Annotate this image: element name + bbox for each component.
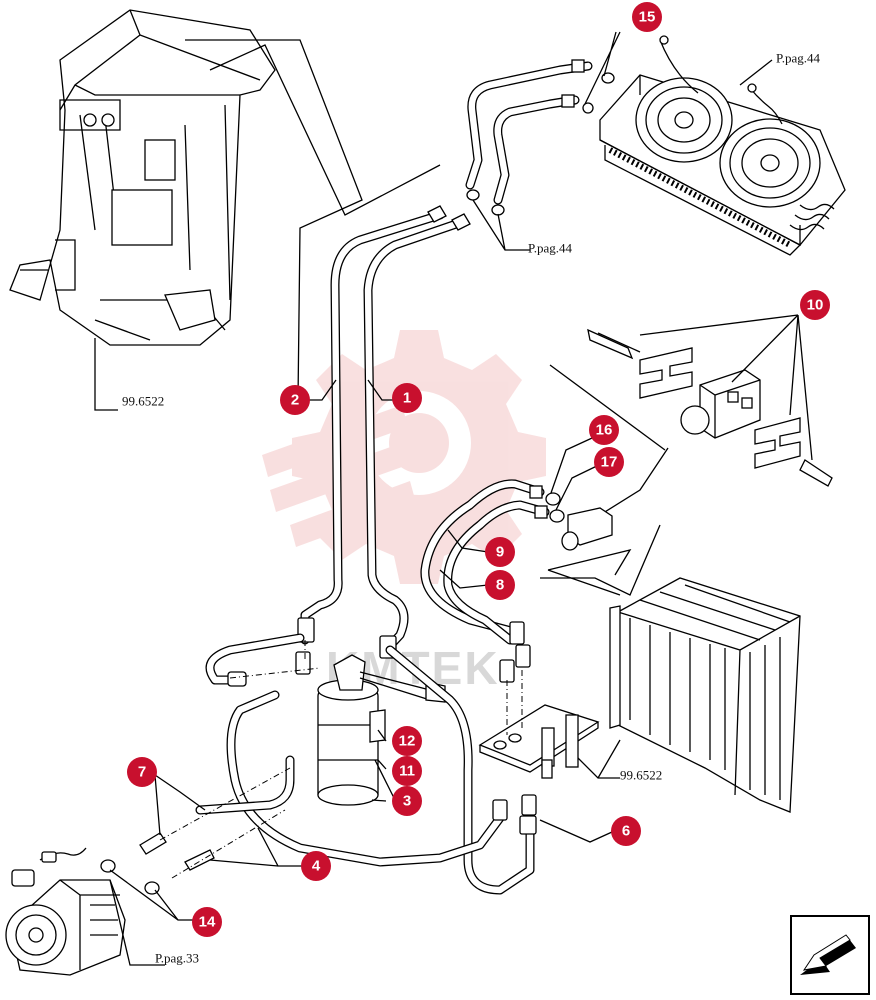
compressor-leader <box>109 879 165 966</box>
evaporator-core <box>609 577 801 813</box>
evaporator-leader <box>547 548 632 596</box>
callout-15: 15 <box>632 2 662 32</box>
fittings-reference-label: P.pag.44 <box>528 241 573 256</box>
arrow-down-left-icon[interactable] <box>790 915 870 995</box>
svg-text:1: 1 <box>403 390 411 407</box>
svg-text:14: 14 <box>199 914 216 931</box>
svg-text:15: 15 <box>639 9 656 26</box>
callout-4: 4 <box>301 851 331 881</box>
svg-text:4: 4 <box>312 858 321 875</box>
callout-14-leader <box>109 869 193 921</box>
callout-6: 6 <box>611 816 641 846</box>
cab-leader-line <box>185 39 363 401</box>
fittings-leader <box>472 199 530 251</box>
evaporator-ref-leader <box>574 739 621 779</box>
callout-14: 14 <box>192 907 222 937</box>
callout-7-leader <box>154 774 206 836</box>
callout-9: 9 <box>485 537 515 567</box>
condenser-fan-assembly <box>599 35 846 256</box>
cab-frame-illustration <box>9 9 276 411</box>
svg-text:3: 3 <box>403 793 411 810</box>
svg-text:7: 7 <box>138 764 146 781</box>
valve-seals <box>545 432 613 551</box>
callout-1-leader <box>367 379 395 401</box>
callout-16: 16 <box>589 415 619 445</box>
hose-1-and-2 <box>297 205 471 659</box>
callout-2: 2 <box>280 385 310 415</box>
callout-12: 12 <box>392 726 422 756</box>
callout-6-leader <box>539 819 613 843</box>
compressor <box>5 847 160 976</box>
callout-4-leader <box>209 827 304 867</box>
callout-8-leader <box>439 569 489 589</box>
callout-8: 8 <box>485 570 515 600</box>
svg-text:2: 2 <box>291 392 299 409</box>
expansion-valve-detail <box>540 314 833 596</box>
callout-1: 1 <box>392 383 422 413</box>
svg-text:8: 8 <box>496 577 504 594</box>
svg-text:11: 11 <box>399 763 415 780</box>
callout-10: 10 <box>800 290 830 320</box>
drier-leaders <box>371 729 387 802</box>
svg-text:9: 9 <box>496 544 504 561</box>
condenser-hoses <box>465 59 615 216</box>
callout-15-leader <box>584 31 621 105</box>
svg-text:6: 6 <box>622 823 630 840</box>
evaporator-reference-label: 99.6522 <box>620 768 662 783</box>
svg-text:17: 17 <box>601 454 618 471</box>
callout-3: 3 <box>392 786 422 816</box>
callout-2-leader <box>306 379 337 401</box>
compressor-reference-label: P.pag.33 <box>155 951 199 966</box>
cab-reference-label: 99.6522 <box>122 394 164 409</box>
svg-text:16: 16 <box>596 422 613 439</box>
hose-8-and-9 <box>420 479 550 683</box>
callout-9-leader <box>447 529 489 553</box>
callout-11: 11 <box>392 756 422 786</box>
callout-7: 7 <box>127 757 157 787</box>
cab-leader-line-2 <box>209 44 441 216</box>
condenser-reference-label: P.pag.44 <box>776 51 821 66</box>
callout-17: 17 <box>594 447 624 477</box>
mounting-plate <box>478 704 600 779</box>
svg-text:10: 10 <box>807 297 824 314</box>
svg-text:12: 12 <box>399 733 416 750</box>
